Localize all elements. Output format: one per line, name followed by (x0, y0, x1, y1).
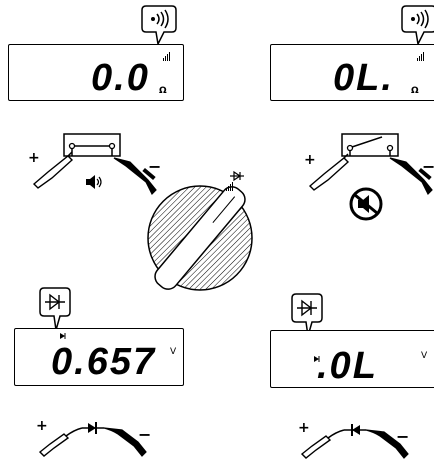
panel-continuity-open: 0L. Ω + − (260, 0, 434, 220)
svg-text:−: − (138, 425, 151, 444)
black-probe-icon: − (388, 150, 434, 200)
svg-text:−: − (422, 157, 434, 176)
lcd-display: 0.0 Ω (8, 44, 184, 101)
lcd-reading: 0.657 (51, 343, 156, 381)
diode-callout (38, 286, 74, 332)
unit-label: Ω (411, 86, 419, 96)
lcd-reading: 0L. (333, 59, 394, 97)
lcd-reading: 0.0 (91, 59, 150, 97)
unit-label: Ω (159, 86, 167, 96)
beeping-sound-icon (86, 175, 102, 189)
red-probe-icon: + (36, 418, 82, 456)
buzzer-callout (400, 4, 434, 44)
unit-label: V (421, 351, 427, 361)
lcd-display: 0.657 V (14, 328, 184, 386)
lcd-display: 0L. Ω (270, 44, 434, 101)
diode-component-reversed-icon (344, 424, 366, 436)
lcd-reading: .0L (317, 347, 378, 385)
panel-diode-forward: 0.657 V + − (0, 280, 200, 460)
no-sound-icon (348, 186, 384, 222)
svg-text:+: + (28, 150, 40, 166)
diode-reverse-probes: + − (296, 420, 434, 460)
svg-text:+: + (36, 418, 48, 434)
diode-component-icon (82, 422, 104, 434)
red-probe-icon: + (28, 150, 88, 190)
buzzer-indicator-icon (417, 51, 425, 61)
buzzer-indicator-icon (163, 51, 171, 61)
panel-diode-reverse: .0L V + − (260, 280, 434, 460)
black-probe-icon: − (104, 425, 151, 456)
unit-label: V (170, 347, 176, 357)
svg-text:+: + (298, 420, 310, 436)
buzzer-callout (140, 4, 180, 44)
diode-indicator-icon (59, 332, 67, 340)
black-probe-icon: − (366, 427, 409, 458)
red-probe-icon: + (298, 420, 344, 458)
svg-text:−: − (396, 427, 409, 446)
lcd-display: .0L V (270, 330, 434, 388)
diode-forward-probes: + − (34, 418, 184, 458)
svg-text:+: + (304, 152, 316, 168)
